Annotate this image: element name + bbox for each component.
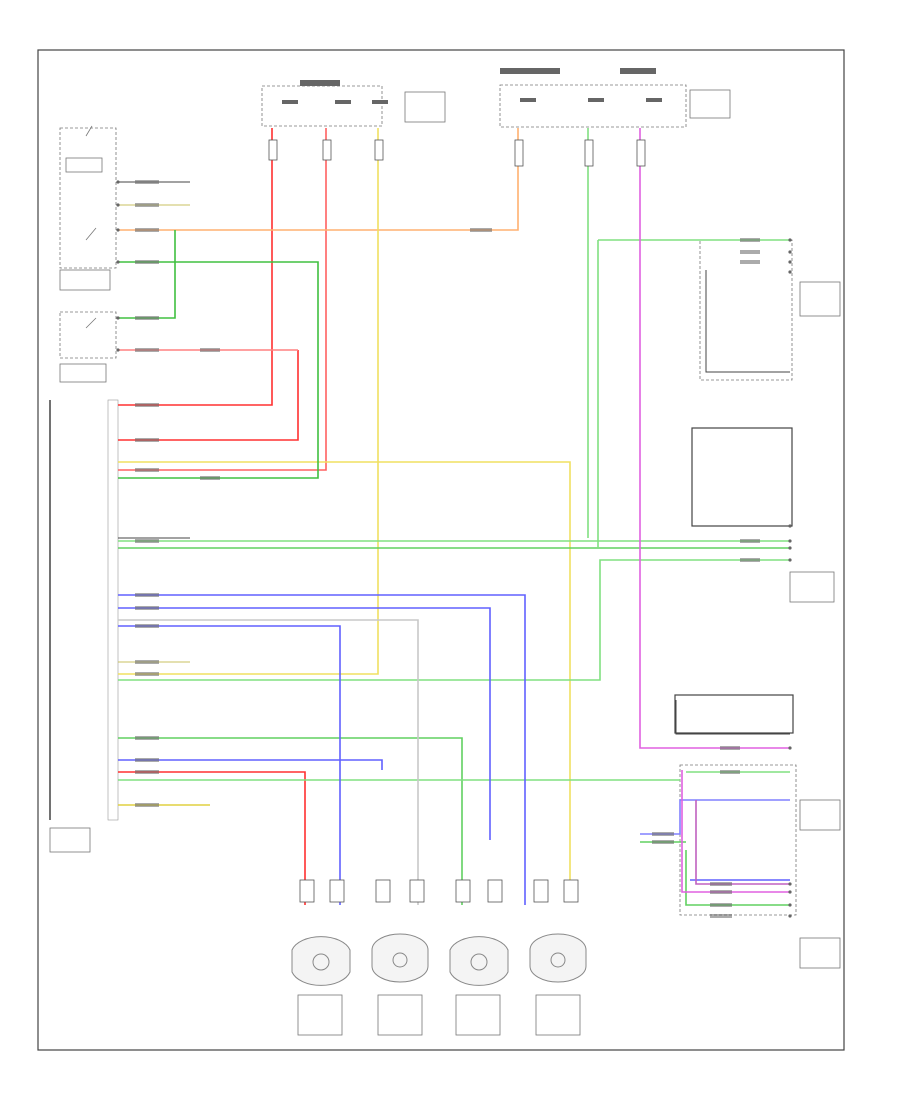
stop-switch-label: [799, 799, 841, 831]
yaw-rate-sensor: [691, 427, 793, 527]
wheel-speed-sensors: [291, 879, 587, 1036]
wires: [118, 128, 790, 906]
diagram-frame: [37, 49, 845, 1051]
left-front-wheel-sensor: [291, 879, 351, 1036]
fuse-box-right: [499, 68, 687, 128]
left-rear-wheel-sensor: [371, 879, 429, 1036]
inline-connectors: [268, 139, 646, 167]
stop-lamp-switch: [679, 764, 797, 916]
fuse-label-right: [404, 91, 446, 123]
wire-tags: [135, 180, 760, 918]
abs-control-module: [49, 399, 119, 853]
yaw-sensor-label: [789, 571, 835, 603]
left-headlamp-label: [799, 281, 841, 317]
brake-control-label: [799, 937, 841, 969]
fuse-box-left: [261, 80, 388, 127]
brake-pedal-switch: [59, 125, 117, 291]
right-rear-wheel-sensor: [529, 879, 587, 1036]
right-front-wheel-sensor: [449, 879, 509, 1036]
brake-light-switch: [674, 694, 794, 734]
fuse-label-far-right: [689, 89, 731, 119]
clutch-switch: [59, 311, 117, 383]
connector-dots: [116, 180, 792, 918]
